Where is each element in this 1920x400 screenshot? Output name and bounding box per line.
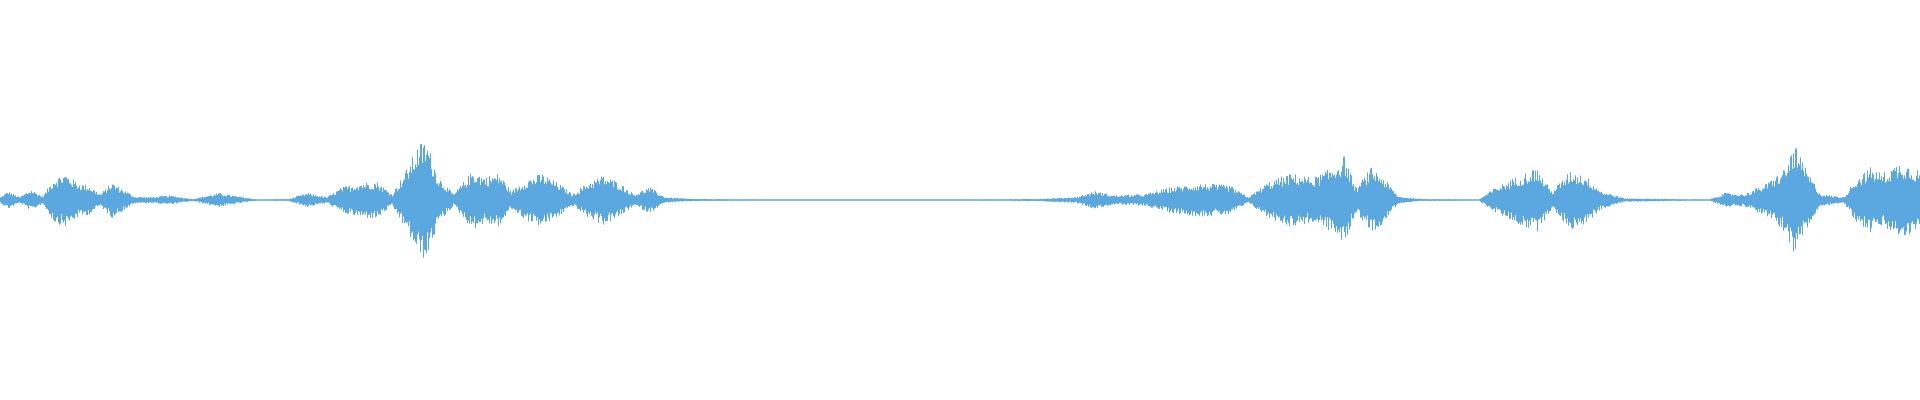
waveform-amplitude-path [0,144,1920,258]
waveform-bars [0,144,1920,258]
